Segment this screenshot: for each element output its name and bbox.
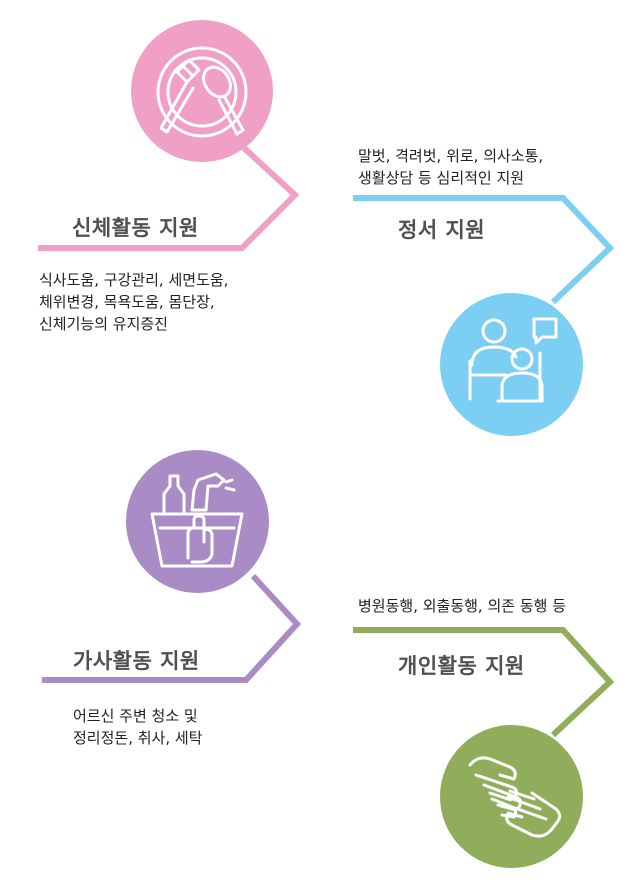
housework-description: 어르신 주변 청소 및 정리정돈, 취사, 세탁 xyxy=(73,705,202,749)
description-line: 식사도움, 구강관리, 세면도움, xyxy=(39,271,229,289)
physical-activity-circle xyxy=(131,20,273,162)
physical-activity-description: 식사도움, 구강관리, 세면도움, 체위변경, 목욕도움, 몸단장, 신체기능의… xyxy=(39,269,228,335)
green-connector xyxy=(353,627,615,738)
housework-circle xyxy=(126,450,269,593)
description-line: 말벗, 격려벗, 위로, 의사소통, xyxy=(358,147,544,165)
description-line: 신체기능의 유지증진 xyxy=(39,315,168,333)
emotional-support-circle xyxy=(440,293,583,436)
description-line: 정리정돈, 취사, 세탁 xyxy=(73,729,203,747)
cleaning-bucket-spray-icon xyxy=(150,472,244,568)
description-line: 체위변경, 목욕도움, 몸단장, xyxy=(39,293,215,311)
blue-connector xyxy=(353,195,615,305)
description-line: 어르신 주변 청소 및 xyxy=(73,707,198,725)
personal-activity-description: 병원동행, 외출동행, 의존 동행 등 xyxy=(358,595,566,617)
personal-activity-title: 개인활동 지원 xyxy=(398,654,525,678)
counseling-people-chat-icon xyxy=(468,317,558,403)
purple-connector xyxy=(42,573,302,683)
personal-activity-circle xyxy=(440,725,583,868)
emotional-support-title: 정서 지원 xyxy=(398,218,486,242)
pink-connector xyxy=(38,145,300,251)
emotional-support-description: 말벗, 격려벗, 위로, 의사소통, 생활상담 등 심리적인 지원 xyxy=(358,145,543,189)
description-line: 생활상담 등 심리적인 지원 xyxy=(358,169,525,187)
housework-title: 가사활동 지원 xyxy=(73,649,200,673)
physical-activity-title: 신체활동 지원 xyxy=(72,216,199,240)
plate-fork-spoon-icon xyxy=(156,46,248,138)
description-line: 병원동행, 외출동행, 의존 동행 등 xyxy=(358,597,567,615)
helping-hands-icon xyxy=(468,756,562,838)
